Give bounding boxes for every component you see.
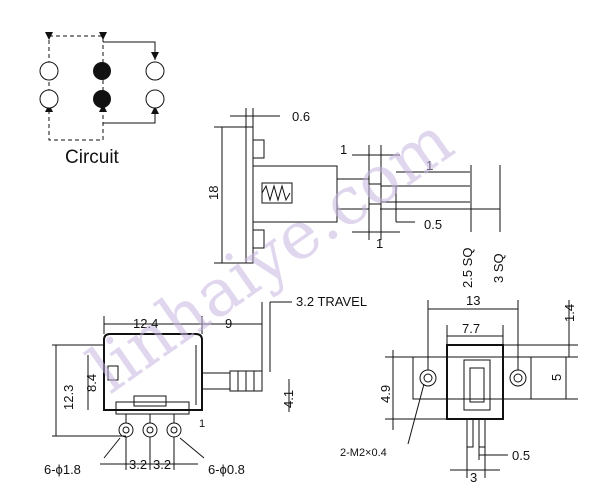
- front-base: [115, 401, 190, 415]
- arrow-icon: [45, 32, 53, 40]
- dim-length-a: 12.4: [133, 316, 158, 331]
- dim-shaft-sq-large: 3 SQ: [491, 253, 506, 283]
- shaft-tip: [380, 185, 397, 203]
- dim-height-total: 12.3: [61, 385, 76, 410]
- contact-open-icon: [145, 61, 165, 81]
- front-base-notch: [133, 395, 167, 407]
- arrow-icon: [151, 52, 159, 60]
- arrow-icon: [151, 106, 159, 114]
- contact-closed-icon: [93, 90, 111, 108]
- dim-pins-dia: 6-ϕ0.8: [208, 462, 245, 477]
- dim-gap-lower: 1: [376, 236, 383, 251]
- circuit-dashed-frame: [48, 35, 104, 141]
- contact-open-icon: [39, 61, 59, 81]
- dim-step-right: 1: [426, 158, 433, 173]
- pin-icon: [146, 426, 154, 434]
- dim-step: 1: [340, 142, 347, 157]
- circuit-label: Circuit: [65, 147, 120, 168]
- front-body: [103, 333, 203, 411]
- top-body: [446, 344, 504, 420]
- dim-hole-height: 5: [549, 374, 564, 381]
- dim-pin-offset: 1: [199, 418, 205, 430]
- dim-pin-pitch-a: 3.2: [129, 457, 147, 472]
- screw-hole-inner: [513, 373, 523, 383]
- arrow-icon: [99, 104, 107, 112]
- plate-boss-top: [252, 139, 265, 159]
- dim-length-b: 9: [225, 316, 232, 331]
- pin-icon: [170, 426, 178, 434]
- dim-leader: [103, 437, 121, 459]
- contact-open-icon: [145, 89, 165, 109]
- dim-flange: 1.4: [562, 304, 577, 322]
- dim-body-height: 4.9: [378, 385, 393, 403]
- side-view: 0.6 18 1 1 1 0.5 2.5 SQ 3 SQ: [206, 108, 506, 288]
- front-view: 3.2 TRAVEL 12.4 9 12.3 8.4 4.1 1 6-ϕ1.8 …: [44, 294, 367, 477]
- circuit-diagram: Circuit: [39, 32, 165, 168]
- dim-height: 18: [206, 186, 221, 200]
- dim-tip-offset: 0.5: [424, 217, 442, 232]
- dim-leader: [179, 437, 205, 459]
- dim-top-width: 13: [466, 293, 480, 308]
- dim-screw: 2-M2×0.4: [340, 447, 387, 459]
- dim-height-inner: 8.4: [84, 374, 99, 392]
- front-latch: [107, 365, 119, 381]
- top-pin: [466, 418, 474, 448]
- top-slot: [463, 359, 491, 411]
- spring-icon: [261, 184, 291, 202]
- top-flange: [412, 356, 532, 400]
- plate-boss-bottom: [252, 229, 265, 249]
- screw-hole-inner: [423, 373, 433, 383]
- dim-plate-thickness: 0.6: [292, 109, 310, 124]
- dim-leader: [407, 383, 425, 445]
- dim-pin-pitch-b: 3.2: [153, 457, 171, 472]
- dim-pins-hole-dia: 6-ϕ1.8: [44, 462, 81, 477]
- dim-slot-width: 7.7: [462, 321, 480, 336]
- contact-closed-icon: [93, 62, 111, 80]
- dim-pin-spacing: 3: [470, 470, 477, 485]
- top-pin: [478, 418, 486, 448]
- pin-icon: [122, 426, 130, 434]
- top-slot-inner: [469, 367, 485, 403]
- contact-open-icon: [39, 89, 59, 109]
- front-shaft: [201, 372, 231, 390]
- arrow-icon: [99, 32, 107, 40]
- circuit-line-bottom: [103, 106, 156, 124]
- dim-shaft-sq-small: 2.5 SQ: [460, 248, 475, 288]
- top-view: 13 7.7 1.4 5 4.9 2-M2×0.4 3 0.5: [340, 293, 578, 485]
- dim-pin-offset: 0.5: [512, 448, 530, 463]
- watermark-text: linhaiye.com: [75, 102, 467, 408]
- dim-travel: 3.2 TRAVEL: [296, 294, 367, 309]
- circuit-line-top: [103, 41, 156, 60]
- dim-shaft-height: 4.1: [281, 390, 296, 408]
